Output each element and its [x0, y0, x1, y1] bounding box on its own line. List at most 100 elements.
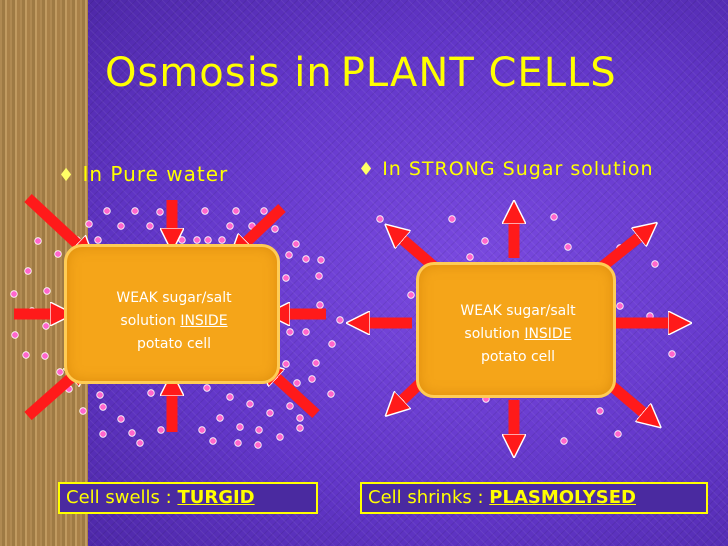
molecule-dot — [42, 322, 50, 330]
molecule-dot — [260, 207, 268, 215]
cell-left-line2-pre: solution — [120, 313, 181, 329]
molecule-dot — [203, 384, 211, 392]
molecule-dot — [136, 439, 144, 447]
molecule-dot — [218, 236, 226, 244]
cell-left-line2-inside: INSIDE — [180, 313, 228, 329]
outcome-left-word: TURGID — [177, 487, 255, 508]
molecule-dot — [481, 237, 489, 245]
molecule-dot — [316, 301, 324, 309]
molecule-dot — [614, 430, 622, 438]
molecule-dot — [216, 414, 224, 422]
molecule-dot — [317, 256, 325, 264]
molecule-dot — [407, 291, 415, 299]
molecule-dot — [302, 328, 310, 336]
molecule-dot — [560, 437, 568, 445]
molecule-dot — [327, 390, 335, 398]
molecule-dot — [22, 351, 30, 359]
molecule-dot — [271, 225, 279, 233]
molecule-dot — [293, 379, 301, 387]
molecule-dot — [99, 403, 107, 411]
outcome-plasmolysed-box: Cell shrinks : PLASMOLYSED — [360, 482, 708, 514]
title-part1: Osmosis in — [105, 50, 333, 96]
cell-right-line2: solution INSIDE — [436, 323, 600, 346]
molecule-dot — [550, 213, 558, 221]
cell-right-line2-inside: INSIDE — [524, 326, 572, 342]
molecule-dot — [43, 287, 51, 295]
molecule-dot — [11, 331, 19, 339]
molecule-dot — [466, 253, 474, 261]
molecule-dot — [596, 407, 604, 415]
molecule-dot — [286, 328, 294, 336]
cell-left-label: WEAK sugar/salt solution INSIDE potato c… — [92, 287, 256, 356]
molecule-dot — [564, 243, 572, 251]
molecule-dot — [292, 240, 300, 248]
molecule-dot — [296, 414, 304, 422]
cell-left-line3: potato cell — [136, 336, 212, 352]
molecule-dot — [226, 222, 234, 230]
molecule-dot — [336, 316, 344, 324]
molecule-dot — [198, 426, 206, 434]
molecule-dot — [193, 236, 201, 244]
outcome-left-prefix: Cell swells : — [66, 487, 178, 508]
diamond-bullet-icon: ♦ — [358, 159, 376, 180]
molecule-dot — [94, 236, 102, 244]
cell-right-potato — [416, 262, 616, 398]
bullet-left-label: In Pure water — [82, 162, 229, 186]
molecule-dot — [315, 272, 323, 280]
molecule-dot — [103, 207, 111, 215]
molecule-dot — [376, 215, 384, 223]
molecule-dot — [232, 207, 240, 215]
cell-right-line2-pre: solution — [464, 326, 525, 342]
molecule-dot — [128, 429, 136, 437]
molecule-dot — [85, 220, 93, 228]
cell-right-label: WEAK sugar/salt solution INSIDE potato c… — [436, 300, 600, 369]
molecule-dot — [668, 350, 676, 358]
cell-right-line1: WEAK sugar/salt — [460, 303, 576, 319]
molecule-dot — [147, 389, 155, 397]
molecule-dot — [201, 207, 209, 215]
molecule-dot — [312, 359, 320, 367]
cell-left-line1: WEAK sugar/salt — [116, 290, 232, 306]
molecule-dot — [286, 402, 294, 410]
molecule-dot — [24, 267, 32, 275]
molecule-dot — [236, 423, 244, 431]
molecule-dot — [308, 375, 316, 383]
molecule-dot — [204, 236, 212, 244]
molecule-dot — [146, 222, 154, 230]
molecule-dot — [79, 407, 87, 415]
molecule-dot — [178, 236, 186, 244]
molecule-dot — [276, 433, 284, 441]
molecule-dot — [254, 441, 262, 449]
molecule-dot — [285, 251, 293, 259]
molecule-dot — [10, 290, 18, 298]
diamond-bullet-icon: ♦ — [58, 165, 76, 186]
molecule-dot — [616, 302, 624, 310]
molecule-dot — [56, 368, 64, 376]
molecule-dot — [448, 215, 456, 223]
outcome-right-word: PLASMOLYSED — [489, 487, 636, 508]
red-arrow — [24, 193, 86, 252]
cell-left-potato — [64, 244, 280, 384]
bullet-strong-sugar: ♦ In STRONG Sugar solution — [358, 158, 654, 180]
molecule-dot — [328, 340, 336, 348]
bullet-pure-water: ♦ In Pure water — [58, 162, 228, 186]
molecule-dot — [226, 393, 234, 401]
outcome-turgid-box: Cell swells : TURGID — [58, 482, 318, 514]
red-arrow — [238, 204, 286, 250]
molecule-dot — [651, 260, 659, 268]
molecule-dot — [234, 439, 242, 447]
molecule-dot — [246, 400, 254, 408]
molecule-dot — [117, 415, 125, 423]
cell-left-line2: solution INSIDE — [92, 310, 256, 333]
molecule-dot — [96, 391, 104, 399]
molecule-dot — [266, 409, 274, 417]
molecule-dot — [209, 437, 217, 445]
molecule-dot — [282, 274, 290, 282]
red-arrow — [268, 370, 320, 419]
bullet-right-label: In STRONG Sugar solution — [382, 158, 654, 180]
title-part2: PLANT CELLS — [340, 50, 617, 96]
molecule-dot — [255, 426, 263, 434]
molecule-dot — [41, 352, 49, 360]
